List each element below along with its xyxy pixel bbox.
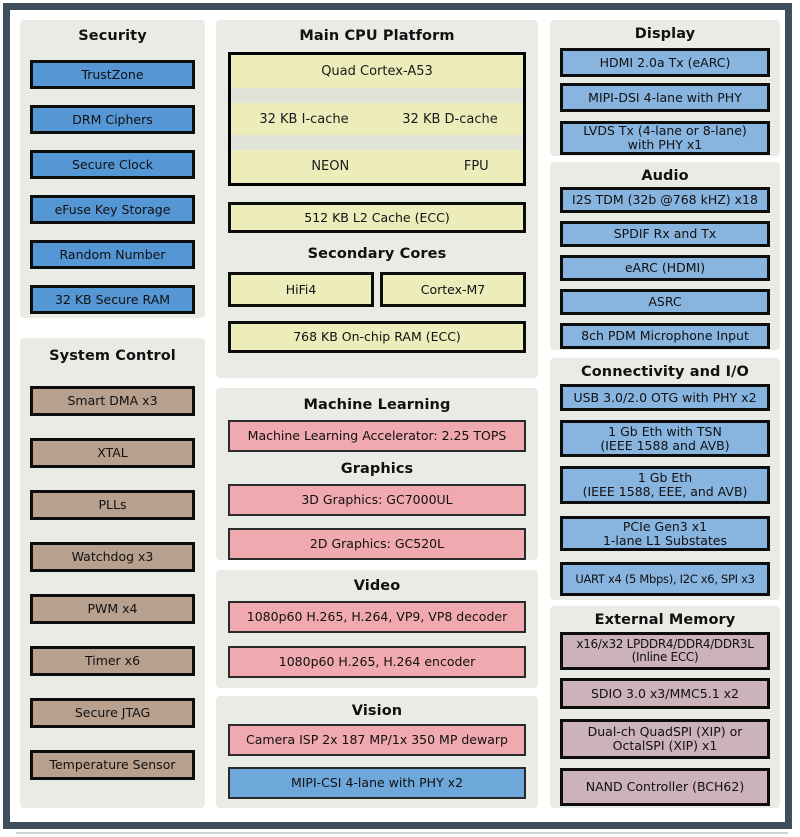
block-pwm: PWM x4 — [30, 594, 195, 624]
block-drm-ciphers: DRM Ciphers — [30, 105, 195, 134]
display-title: Display — [634, 26, 696, 42]
vision-title: Vision — [351, 703, 403, 719]
block-xtal: XTAL — [30, 438, 195, 468]
row-divider — [231, 135, 523, 151]
block-mipi-dsi: MIPI-DSI 4-lane with PHY — [560, 83, 770, 112]
main-cpu-panel: Main CPU Platform Quad Cortex-A53 32 KB … — [216, 20, 538, 378]
block-secure-clock: Secure Clock — [30, 150, 195, 179]
main-cpu-title: Main CPU Platform — [299, 28, 455, 44]
block-eth: 1 Gb Eth (IEEE 1588, EEE, and AVB) — [560, 466, 770, 504]
block-pcie: PCIe Gen3 x1 1-lane L1 Substates — [560, 516, 770, 551]
security-title: Security — [78, 28, 147, 44]
block-secure-jtag: Secure JTAG — [30, 698, 195, 728]
block-quadspi-octalspi: Dual-ch QuadSPI (XIP) or OctalSPI (XIP) … — [560, 719, 770, 759]
cache-row: 32 KB I-cache 32 KB D-cache — [231, 103, 523, 136]
block-efuse-key-storage: eFuse Key Storage — [30, 195, 195, 224]
block-temperature-sensor: Temperature Sensor — [30, 750, 195, 780]
block-l2-cache: 512 KB L2 Cache (ECC) — [228, 202, 526, 233]
connectivity-title: Connectivity and I/O — [581, 364, 749, 380]
audio-title: Audio — [641, 168, 689, 184]
block-eth-tsn: 1 Gb Eth with TSN (IEEE 1588 and AVB) — [560, 420, 770, 457]
block-plls: PLLs — [30, 490, 195, 520]
block-watchdog: Watchdog x3 — [30, 542, 195, 572]
block-i2s-tdm: I2S TDM (32b @768 kHZ) x18 — [560, 187, 770, 213]
connectivity-panel: Connectivity and I/O USB 3.0/2.0 OTG wit… — [550, 358, 780, 600]
system-control-panel: System Control Smart DMA x3 XTAL PLLs Wa… — [20, 338, 205, 808]
block-lvds-tx: LVDS Tx (4-lane or 8-lane) with PHY x1 — [560, 121, 770, 155]
vision-panel: Vision Camera ISP 2x 187 MP/1x 350 MP de… — [216, 696, 538, 808]
display-panel: Display HDMI 2.0a Tx (eARC) MIPI-DSI 4-l… — [550, 20, 780, 156]
block-mipi-csi: MIPI-CSI 4-lane with PHY x2 — [228, 767, 526, 799]
block-timer: Timer x6 — [30, 646, 195, 676]
block-video-encoder: 1080p60 H.265, H.264 encoder — [228, 646, 526, 678]
graphics-title: Graphics — [340, 461, 414, 477]
block-hifi4: HiFi4 — [228, 272, 374, 307]
secondary-cores-title: Secondary Cores — [307, 246, 447, 262]
block-hdmi-tx: HDMI 2.0a Tx (eARC) — [560, 48, 770, 77]
cpu-cluster-label: Quad Cortex-A53 — [321, 63, 433, 79]
block-ml-accelerator: Machine Learning Accelerator: 2.25 TOPS — [228, 420, 526, 452]
neon-label: NEON — [311, 159, 350, 175]
page-bottom-rule — [16, 832, 788, 834]
video-panel: Video 1080p60 H.265, H.264, VP9, VP8 dec… — [216, 570, 538, 688]
block-usb-otg: USB 3.0/2.0 OTG with PHY x2 — [560, 384, 770, 411]
block-random-number: Random Number — [30, 240, 195, 269]
block-onchip-ram: 768 KB On-chip RAM (ECC) — [228, 321, 526, 353]
row-divider — [231, 87, 523, 103]
cpu-cluster-row: Quad Cortex-A53 — [231, 55, 523, 88]
block-cortex-m7: Cortex-M7 — [380, 272, 526, 307]
security-panel: Security TrustZone DRM Ciphers Secure Cl… — [20, 20, 205, 318]
block-uart-i2c-spi: UART x4 (5 Mbps), I2C x6, SPI x3 — [560, 562, 770, 596]
block-spdif: SPDIF Rx and Tx — [560, 221, 770, 247]
ml-graphics-panel: Machine Learning Machine Learning Accele… — [216, 388, 538, 560]
block-2d-graphics: 2D Graphics: GC520L — [228, 528, 526, 560]
audio-panel: Audio I2S TDM (32b @768 kHZ) x18 SPDIF R… — [550, 162, 780, 350]
icache-label: 32 KB I-cache — [259, 111, 349, 127]
block-pdm-microphone: 8ch PDM Microphone Input — [560, 323, 770, 349]
block-sdio-mmc: SDIO 3.0 x3/MMC5.1 x2 — [560, 678, 770, 709]
block-nand-controller: NAND Controller (BCH62) — [560, 768, 770, 806]
neon-fpu-row: NEON FPU — [231, 150, 523, 183]
block-smart-dma: Smart DMA x3 — [30, 386, 195, 416]
block-lpddr-ddr: x16/x32 LPDDR4/DDR4/DDR3L (Inline ECC) — [560, 632, 770, 670]
secondary-cores-row: HiFi4 Cortex-M7 — [228, 272, 526, 307]
external-memory-title: External Memory — [594, 612, 736, 628]
block-trustzone: TrustZone — [30, 60, 195, 89]
block-3d-graphics: 3D Graphics: GC7000UL — [228, 484, 526, 516]
dcache-label: 32 KB D-cache — [402, 111, 498, 127]
external-memory-panel: External Memory x16/x32 LPDDR4/DDR4/DDR3… — [550, 606, 780, 808]
block-camera-isp: Camera ISP 2x 187 MP/1x 350 MP dewarp — [228, 724, 526, 756]
block-secure-ram: 32 KB Secure RAM — [30, 285, 195, 314]
block-asrc: ASRC — [560, 289, 770, 315]
block-earc: eARC (HDMI) — [560, 255, 770, 281]
system-control-title: System Control — [49, 348, 176, 364]
fpu-label: FPU — [463, 159, 489, 175]
cpu-cluster-block: Quad Cortex-A53 32 KB I-cache 32 KB D-ca… — [228, 52, 526, 186]
block-video-decoder: 1080p60 H.265, H.264, VP9, VP8 decoder — [228, 601, 526, 633]
machine-learning-title: Machine Learning — [303, 397, 451, 413]
video-title: Video — [353, 578, 401, 594]
